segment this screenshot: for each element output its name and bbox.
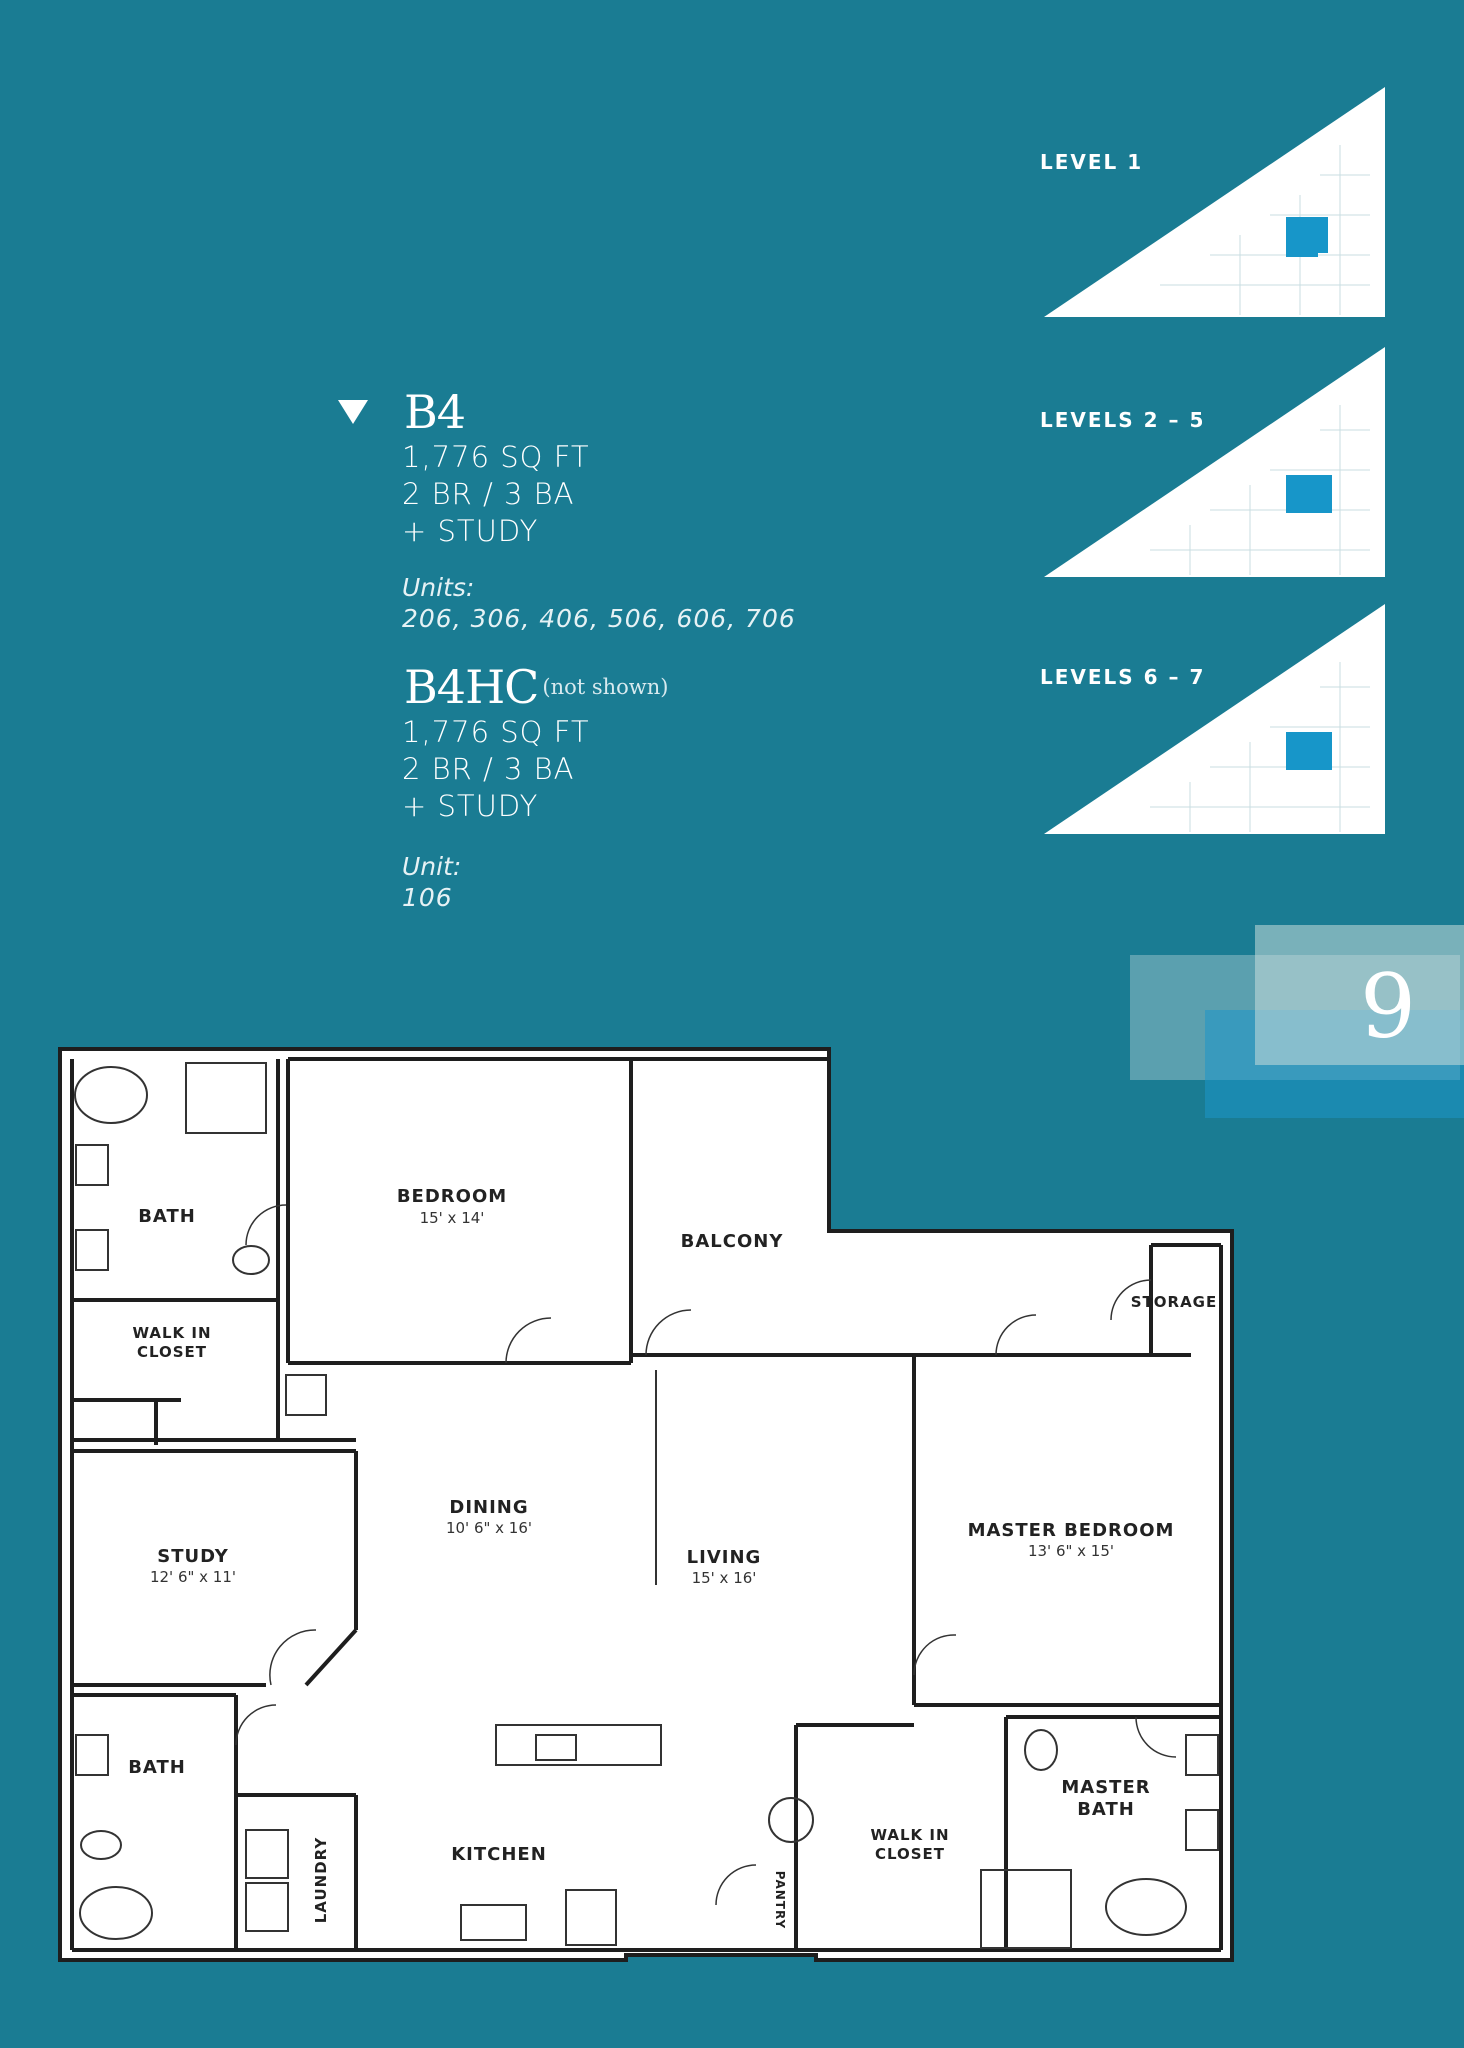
door-swing	[245, 1204, 287, 1246]
room-label-master-bedroom: MASTER BEDROOM	[968, 1520, 1175, 1541]
room-label-walk-in-closet: CLOSET	[875, 1845, 945, 1863]
oven-icon	[565, 1889, 617, 1946]
room-label-bedroom: BEDROOM	[397, 1186, 507, 1207]
plan-note: (not shown)	[542, 675, 669, 699]
keyplan-triangle	[1044, 87, 1385, 317]
level-label: LEVEL 1	[1040, 150, 1144, 174]
toilet-icon	[1024, 1729, 1058, 1771]
sink-icon	[1185, 1734, 1219, 1776]
plan-sqft: 1,776 SQ FT	[402, 715, 590, 749]
room-label-bath: BATH	[138, 1206, 196, 1227]
triangle-marker-icon	[338, 400, 368, 424]
plan-name: B4HC	[404, 660, 539, 714]
keyplan-triangle	[1044, 604, 1385, 834]
room-label-balcony: BALCONY	[681, 1231, 784, 1252]
hvac-icon	[285, 1374, 327, 1416]
plan-extra: + STUDY	[402, 514, 539, 548]
shower-icon	[185, 1062, 267, 1134]
sink-icon	[75, 1229, 109, 1271]
bathtub-icon	[79, 1886, 153, 1940]
bathtub-icon	[1105, 1878, 1187, 1936]
door-swing	[269, 1629, 317, 1686]
floor-plan: BATH WALK IN CLOSET BEDROOM 15' x 14' BA…	[58, 1047, 1234, 1962]
shower-icon	[980, 1869, 1072, 1949]
room-label-study: STUDY	[157, 1546, 229, 1567]
dryer-icon	[245, 1882, 289, 1932]
water-heater-icon	[768, 1797, 814, 1843]
toilet-icon	[80, 1830, 122, 1860]
room-label-walk-in-closet: CLOSET	[137, 1343, 207, 1361]
plan-outline	[58, 1047, 1234, 1962]
room-label-walk-in-closet: WALK IN	[132, 1324, 211, 1342]
units-label: Unit:	[402, 852, 462, 881]
plan-sqft: 1,776 SQ FT	[402, 440, 590, 474]
room-label-walk-in-closet: WALK IN	[870, 1826, 949, 1844]
level-1-keyplan	[1044, 87, 1385, 317]
kitchen-sink-icon	[535, 1734, 577, 1761]
unit-info: B4 1,776 SQ FT 2 BR / 3 BA + STUDY Units…	[338, 385, 898, 913]
washer-icon	[245, 1829, 289, 1879]
room-label-bath: BATH	[128, 1757, 186, 1778]
page-badge-front	[1255, 925, 1464, 1065]
level-6-7-keyplan	[1044, 604, 1385, 834]
kitchen-island-icon	[495, 1724, 662, 1766]
sink-icon	[75, 1734, 109, 1776]
room-label-dining: DINING	[449, 1497, 528, 1518]
room-dim-study: 12' 6" x 11'	[150, 1568, 236, 1586]
plan-extra: + STUDY	[402, 789, 539, 823]
door-swing	[1110, 1279, 1152, 1321]
room-dim-dining: 10' 6" x 16'	[446, 1519, 532, 1537]
page-number: 9	[1360, 955, 1416, 1058]
door-swing	[1135, 1716, 1177, 1758]
sink-icon	[1185, 1809, 1219, 1851]
door-swing	[995, 1314, 1037, 1356]
level-label: LEVELS 2 – 5	[1040, 408, 1206, 432]
units-list: 106	[402, 883, 453, 912]
room-label-pantry: PANTRY	[773, 1871, 787, 1929]
plan-beds-baths: 2 BR / 3 BA	[402, 752, 575, 786]
door-swing	[645, 1309, 692, 1356]
unit-location-marker	[1286, 217, 1328, 257]
room-label-kitchen: KITCHEN	[451, 1844, 547, 1865]
door-swing	[505, 1317, 552, 1364]
unit-location-marker	[1286, 732, 1332, 770]
plan-heading-b4: B4	[338, 385, 898, 439]
plan-name: B4	[404, 385, 466, 439]
toilet-icon	[232, 1245, 270, 1275]
level-2-5-keyplan	[1044, 347, 1385, 577]
room-label-living: LIVING	[687, 1547, 762, 1568]
fixtures	[74, 1062, 1219, 1949]
units-label: Units:	[402, 573, 475, 602]
door-swing	[913, 1634, 957, 1676]
unit-location-marker	[1286, 475, 1332, 513]
plan-heading-b4hc: B4HC (not shown)	[404, 660, 898, 714]
units-list: 206, 306, 406, 506, 606, 706	[402, 604, 796, 633]
door-swing	[235, 1704, 277, 1746]
room-label-laundry: LAUNDRY	[312, 1837, 330, 1924]
keyplan-triangle	[1044, 347, 1385, 577]
level-label: LEVELS 6 – 7	[1040, 665, 1206, 689]
bathtub-icon	[74, 1066, 148, 1124]
plan-beds-baths: 2 BR / 3 BA	[402, 477, 575, 511]
room-label-storage: STORAGE	[1131, 1293, 1218, 1311]
room-label-master-bath: BATH	[1077, 1799, 1135, 1820]
cooktop-icon	[460, 1904, 527, 1941]
room-dim-living: 15' x 16'	[692, 1569, 757, 1587]
keyplan-linework	[1160, 145, 1370, 315]
room-label-master-bath: MASTER	[1061, 1777, 1150, 1798]
door-swing	[715, 1864, 757, 1906]
door-swings	[235, 1204, 1177, 1906]
room-dim-bedroom: 15' x 14'	[420, 1209, 485, 1227]
room-dim-master-bedroom: 13' 6" x 15'	[1028, 1542, 1114, 1560]
sink-icon	[75, 1144, 109, 1186]
walls	[70, 1057, 1223, 1952]
